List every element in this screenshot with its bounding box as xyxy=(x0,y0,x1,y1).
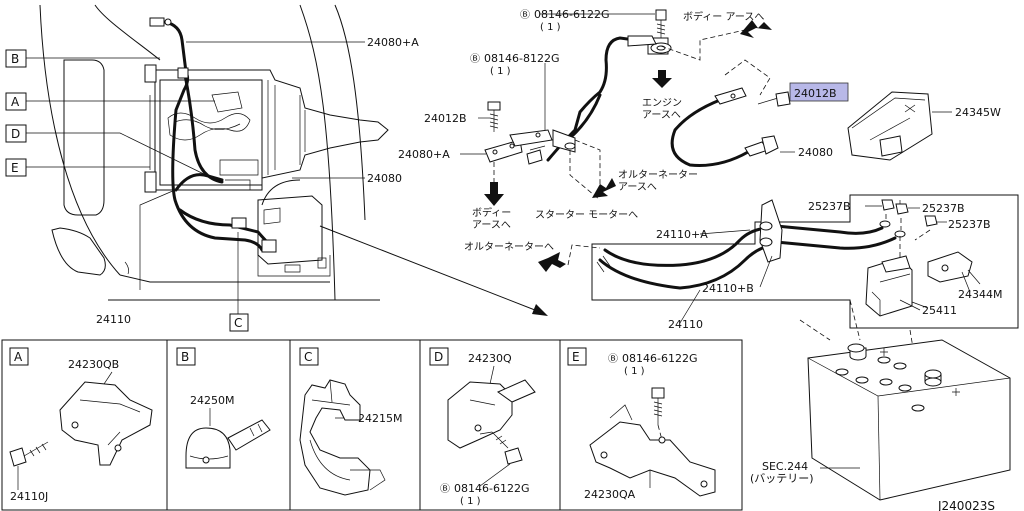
panel-d: D 24230Q Ⓑ 08146-6122G ( 1 ) xyxy=(429,347,536,507)
panel-d-tag: D xyxy=(434,350,443,364)
label-24012b-highlight: 24012B xyxy=(794,87,837,100)
panel-c-part: 24215M xyxy=(358,412,402,425)
label-24080-a-top: 24080+A xyxy=(367,36,419,49)
bolt-symbol-mid: Ⓑ xyxy=(470,53,480,65)
label-engine-earth-2: アースへ xyxy=(642,110,681,121)
callout-box-a xyxy=(5,92,27,111)
label-bolt-top-qty: ( 1 ) xyxy=(540,22,561,33)
label-starter: スターター モーターへ xyxy=(535,209,638,221)
panel-b-part: 24250M xyxy=(190,394,234,407)
callout-box-b xyxy=(5,49,27,68)
label-body-earth-1: ボディー xyxy=(472,206,511,219)
panel-a-tag: A xyxy=(14,350,23,364)
label-24110-left: 24110 xyxy=(96,313,131,326)
callout-c: C xyxy=(234,316,242,330)
panel-d-bolt: 08146-6122G xyxy=(454,482,529,495)
label-body-earth-2: アースへ xyxy=(472,220,511,231)
label-24012b-mid: 24012B xyxy=(424,112,467,125)
diagram-code: J240023S xyxy=(937,499,995,511)
label-24080-left: 24080 xyxy=(367,172,402,185)
label-body-earth-top: ボディー アースへ xyxy=(683,10,764,23)
panel-a: A 24230QB 24110J xyxy=(9,347,153,503)
callout-box-c xyxy=(229,313,249,332)
callout-e: E xyxy=(11,161,19,175)
panel-d-bolt-qty: ( 1 ) xyxy=(460,496,481,507)
panel-b: B 24250M xyxy=(176,347,271,469)
label-bolt-mid-qty: ( 1 ) xyxy=(490,66,511,77)
panel-e: E Ⓑ 08146-6122G ( 1 ) 24230QA xyxy=(567,347,716,501)
highlight-24012b xyxy=(789,82,849,102)
bolt-symbol-top: Ⓑ xyxy=(520,9,530,21)
label-sec-244: SEC.244 xyxy=(762,460,808,473)
panel-e-bolt-symbol: Ⓑ xyxy=(608,353,618,365)
label-24345w: 24345W xyxy=(955,106,1001,119)
panel-c-tag: C xyxy=(304,350,312,364)
callout-b: B xyxy=(11,52,19,66)
label-25237b-3: 25237B xyxy=(948,218,991,231)
panel-b-tag: B xyxy=(181,350,189,364)
panel-e-tag: E xyxy=(572,350,580,364)
label-25411: 25411 xyxy=(922,304,957,317)
battery-illustration xyxy=(807,339,1011,501)
label-24110-a: 24110+A xyxy=(656,228,708,241)
label-alternator-1: オルターネーター xyxy=(618,169,698,181)
callout-box-d xyxy=(5,124,27,143)
label-25237b-2: 25237B xyxy=(922,202,965,215)
label-24080-a-mid: 24080+A xyxy=(398,148,450,161)
panel-a-part-top: 24230QB xyxy=(68,358,119,371)
panel-e-bolt-qty: ( 1 ) xyxy=(624,366,645,377)
label-battery: (バッテリー) xyxy=(750,472,814,485)
engine-bay-view xyxy=(26,4,548,316)
label-24080-mid: 24080 xyxy=(798,146,833,159)
label-24110-box: 24110 xyxy=(668,318,703,331)
label-bolt-top: 08146-6122G xyxy=(534,8,609,21)
callout-d: D xyxy=(11,127,20,141)
panel-e-bolt: 08146-6122G xyxy=(622,352,697,365)
callout-box-e xyxy=(5,158,27,177)
label-bolt-mid: 08146-8122G xyxy=(484,52,559,65)
cable-detail-view xyxy=(460,9,1019,361)
label-alternator-2: アースへ xyxy=(618,182,657,193)
label-24110-b: 24110+B xyxy=(702,282,754,295)
panel-a-part-bottom: 24110J xyxy=(10,490,48,503)
panel-d-part-top: 24230Q xyxy=(468,352,512,365)
label-24344m: 24344M xyxy=(958,288,1002,301)
label-25237b-1: 25237B xyxy=(808,200,851,213)
callout-a: A xyxy=(11,95,20,109)
label-alternator-lower: オルターネーターへ xyxy=(464,241,554,253)
panel-e-part-bottom: 24230QA xyxy=(584,488,636,501)
label-engine-earth-1: エンジン xyxy=(642,98,682,109)
detail-panels-frame xyxy=(1,339,743,511)
panel-c: C 24215M xyxy=(299,347,402,496)
panel-d-bolt-symbol: Ⓑ xyxy=(440,483,450,495)
